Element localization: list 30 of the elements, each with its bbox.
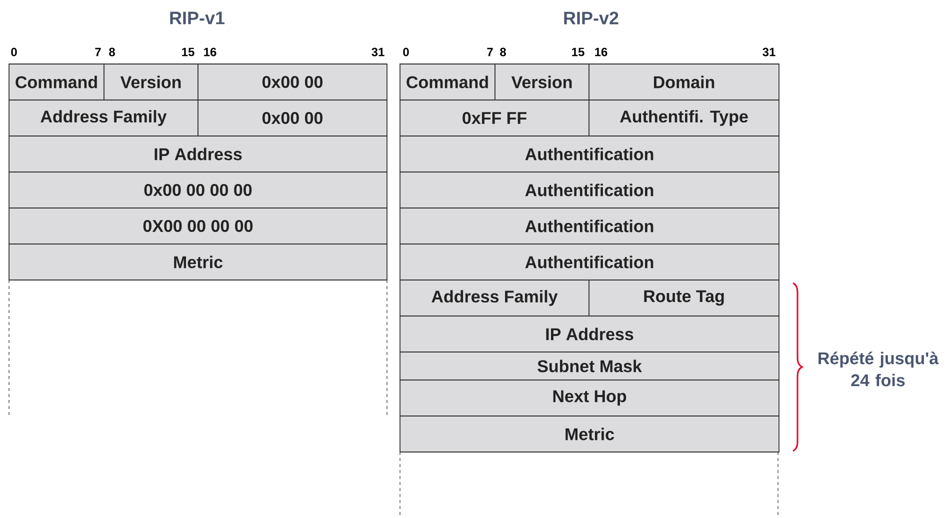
bit-number: 15 [182,48,194,56]
field-cell: Version [104,64,198,100]
field-cell: 0x00 00 00 00 [8,172,388,208]
field-cell: 0x00 00 [198,100,388,136]
bit-number: 8 [500,48,506,56]
field-cell: Metric [8,244,388,280]
bit-number: 8 [109,48,115,56]
field-cell: Authentification [400,172,780,208]
field-cell: Next Hop [400,380,780,416]
bit-number: 0 [403,48,409,56]
field-cell: Authentifi. Type [588,100,780,136]
bit-number: 16 [204,48,216,56]
field-cell: Subnet Mask [400,352,780,380]
table-title: RIP-v1 [170,12,225,24]
bit-number: 31 [372,48,384,56]
table-title: RIP-v2 [564,12,618,24]
field-cell: Command [400,64,496,100]
field-cell: 0X00 00 00 00 [8,208,388,244]
field-cell: Address Family [400,280,590,316]
field-cell: Route Tag [588,280,780,316]
field-cell: Version [494,64,590,100]
bit-number: 15 [572,48,584,56]
field-cell: IP Address [8,136,388,172]
field-cell: Command [8,64,104,100]
bit-number: 7 [95,48,101,56]
repeat-note: Répété jusqu'à 24 fois [818,352,939,386]
bit-number: 16 [595,48,608,56]
field-cell: Metric [400,416,780,452]
field-cell: Authentification [400,208,780,244]
bit-number: 7 [487,48,493,56]
